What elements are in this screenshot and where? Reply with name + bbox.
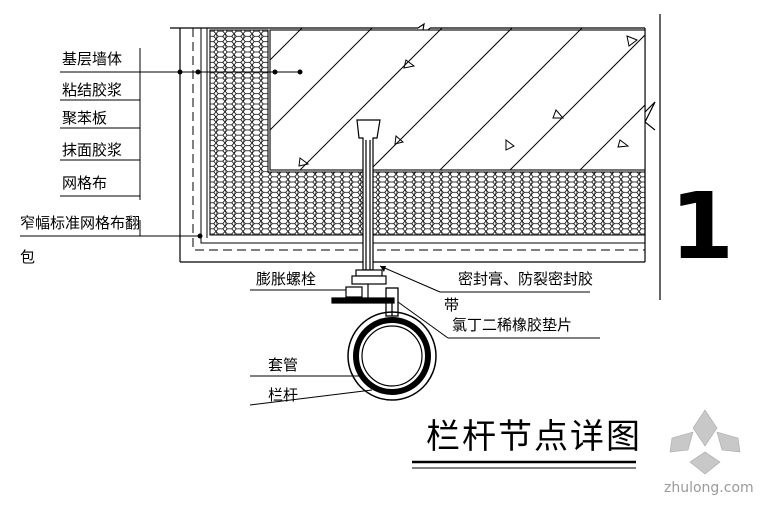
label-render-mortar: 抹面胶浆 [62, 141, 122, 159]
label-wrap-mesh-line1: 窄幅标准网格布翻 [20, 214, 140, 232]
sealant-arrow [380, 266, 386, 272]
callout-leaders [249, 265, 600, 406]
label-wrap-mesh-line2: 包 [20, 248, 35, 266]
label-bonding-mortar: 粘结胶浆 [62, 81, 122, 99]
label-sleeve: 套管 [268, 356, 298, 374]
label-railing: 栏杆 [268, 386, 298, 404]
label-rubber-gasket: 氯丁二稀橡胶垫片 [452, 316, 572, 334]
watermark-logo [669, 409, 741, 475]
railing-tube [347, 311, 437, 401]
watermark-text: zhulong.com [664, 480, 754, 496]
label-sealant: 密封膏、防裂密封胶 [458, 270, 593, 288]
anchor-bolt [331, 119, 395, 304]
drawing-title: 栏杆节点详图 [426, 417, 642, 457]
eps-insulation-board [209, 29, 646, 236]
mesh-layer-lines [192, 28, 645, 251]
label-sealant-tail: 带 [444, 296, 459, 314]
label-expansion-bolt: 膨胀螺栓 [256, 270, 316, 288]
leader-dots [177, 69, 303, 239]
label-mesh: 网格布 [62, 174, 107, 192]
title-underline [412, 460, 636, 469]
label-eps-board: 聚苯板 [62, 109, 107, 127]
base-wall [269, 28, 646, 171]
label-base-wall: 基层墙体 [62, 50, 122, 68]
detail-number: 1 [670, 173, 734, 280]
